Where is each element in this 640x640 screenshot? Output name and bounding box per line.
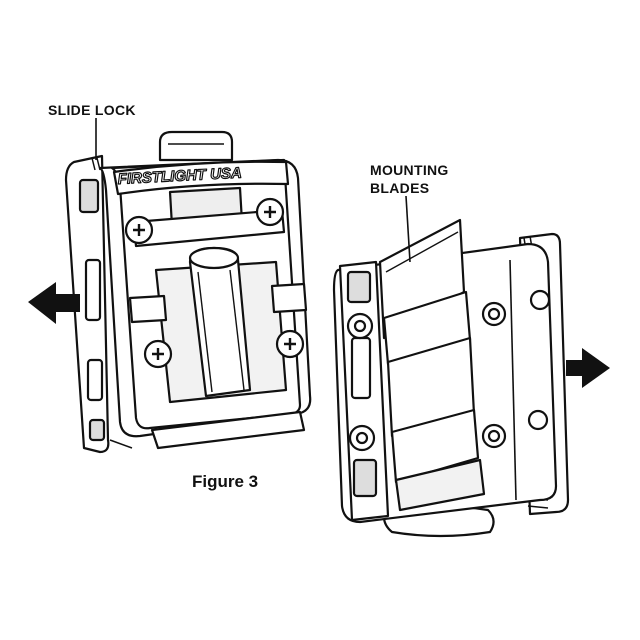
frame-slot (346, 270, 372, 304)
frame-slot (350, 336, 372, 400)
figure-caption: Figure 3 (192, 472, 259, 491)
phillips-screw-icon (143, 339, 173, 369)
side-tab (270, 282, 308, 314)
top-knob (158, 130, 234, 162)
bottom-lip (150, 410, 306, 450)
mounting-stud (481, 301, 507, 327)
rail-slot (84, 258, 102, 322)
slide-lock-label: SLIDE LOCK (48, 102, 136, 118)
mounting-blades-label: MOUNTING BLADES (370, 161, 460, 197)
rail-slot (88, 418, 106, 442)
arrow-right-icon (566, 348, 610, 388)
side-tab (128, 294, 168, 324)
mounting-blades-leader (405, 195, 411, 263)
mounting-blades-line1: MOUNTING (370, 162, 449, 178)
phillips-screw-icon (124, 215, 154, 245)
rail-slot (78, 178, 100, 214)
rail-slot (86, 358, 104, 402)
phillips-screw-icon (275, 329, 305, 359)
frame-slot (352, 458, 378, 498)
mounting-stud (527, 409, 549, 431)
blade-plate (390, 408, 480, 484)
phillips-screw-icon (255, 197, 285, 227)
mounting-blades-line2: BLADES (370, 180, 430, 196)
mounting-stud (529, 289, 551, 311)
arrow-left-icon (28, 282, 80, 324)
left-device: FIRSTLIGHT USA (64, 130, 312, 454)
right-device (332, 218, 570, 538)
mounting-stud (481, 423, 507, 449)
brand-band (112, 160, 290, 196)
